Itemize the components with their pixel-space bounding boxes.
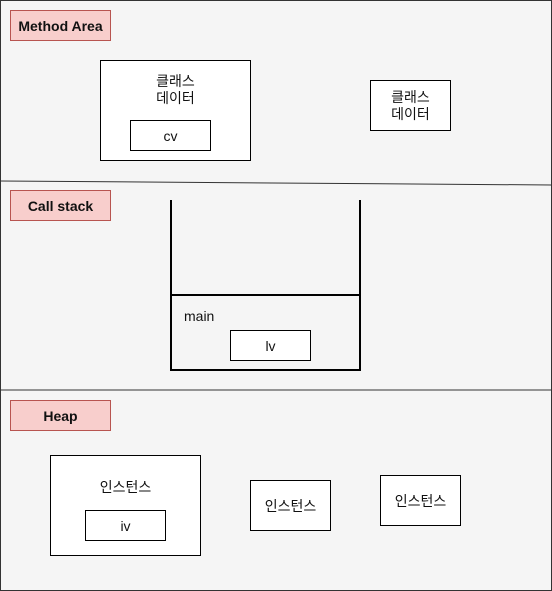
- iv-box: iv: [85, 510, 166, 541]
- class-data-box: 클래스 데이터: [100, 60, 251, 161]
- call-stack-label: Call stack: [10, 190, 111, 221]
- stack-container: [170, 200, 361, 371]
- divider-method-callstack: [0, 180, 552, 186]
- cv-box: cv: [130, 120, 211, 151]
- heap-label: Heap: [10, 400, 111, 431]
- instance-box-2: 인스턴스: [250, 480, 331, 531]
- class-data-label: 클래스 데이터: [156, 73, 195, 106]
- class-data-box-2: 클래스 데이터: [370, 80, 451, 131]
- instance-box-3: 인스턴스: [380, 475, 461, 526]
- method-area-label: Method Area: [10, 10, 111, 41]
- main-frame-label: main: [184, 308, 215, 324]
- instance-label-1: 인스턴스: [99, 479, 152, 495]
- lv-box: lv: [230, 330, 311, 361]
